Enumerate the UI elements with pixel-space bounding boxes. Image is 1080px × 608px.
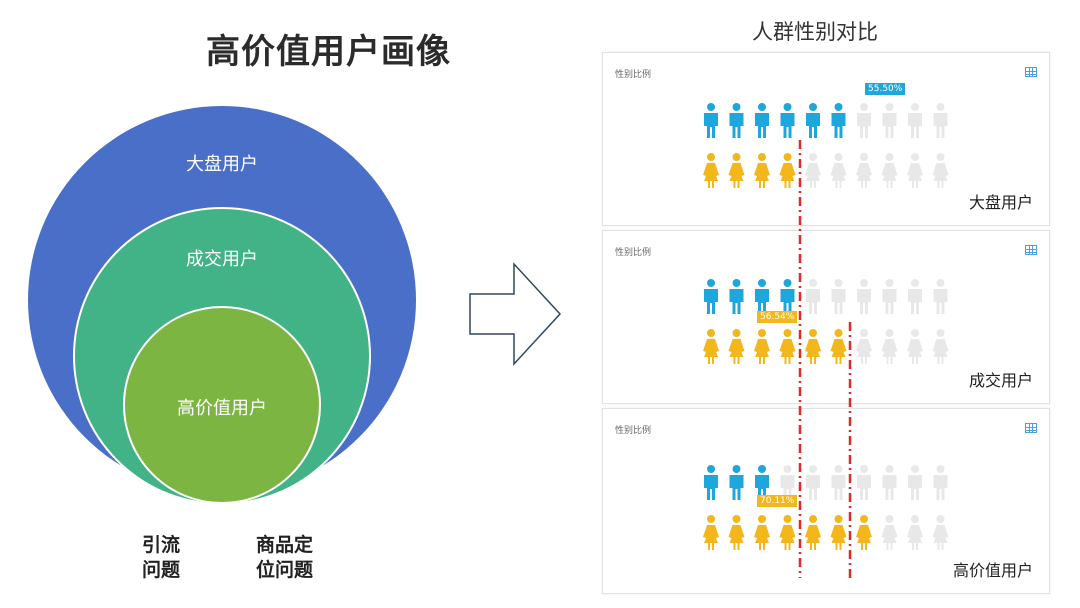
female-icon: [881, 329, 898, 364]
male-icon: [806, 103, 820, 138]
people-icons: [703, 103, 949, 188]
female-icon: [754, 329, 770, 364]
female-icon: [881, 515, 898, 550]
male-icon: [806, 465, 820, 500]
gender-panel: 性别比例 56.54% 成交用户: [602, 230, 1050, 404]
female-icon: [907, 153, 923, 188]
female-icon: [703, 329, 719, 364]
male-icon: [729, 103, 744, 138]
female-icon: [779, 329, 796, 364]
male-icon: [831, 279, 846, 314]
female-icon: [907, 515, 923, 550]
male-icon: [780, 279, 795, 314]
female-icon: [728, 153, 745, 188]
female-icon: [805, 515, 821, 550]
traffic-issue-label: 引流 问题: [142, 534, 181, 581]
female-icon: [805, 153, 821, 188]
inner-circle: [123, 306, 321, 504]
male-icon: [933, 465, 948, 500]
female-icon: [779, 515, 796, 550]
percent-tag: 55.50%: [865, 83, 906, 95]
female-icon: [728, 515, 745, 550]
female-icon: [728, 329, 745, 364]
male-icon: [755, 279, 769, 314]
male-icon: [704, 103, 718, 138]
gender-comparison-title: 人群性别对比: [752, 20, 878, 44]
people-icons: [703, 465, 949, 550]
table-view-icon[interactable]: [1025, 245, 1037, 255]
female-icon: [856, 153, 872, 188]
male-icon: [908, 103, 922, 138]
male-icon: [729, 465, 744, 500]
male-icon: [755, 103, 769, 138]
gender-panel: 性别比例 70.11% 高价值用户: [602, 408, 1050, 594]
panel-label: 性别比例: [615, 426, 652, 436]
page-title: 高价值用户画像: [206, 32, 451, 72]
male-icon: [882, 465, 897, 500]
people-icons: [703, 279, 949, 364]
panel-label: 性别比例: [615, 248, 652, 258]
female-icon: [881, 153, 898, 188]
female-icon: [856, 515, 872, 550]
male-icon: [755, 465, 769, 500]
male-icon: [857, 465, 871, 500]
female-icon: [856, 329, 872, 364]
outer-circle-label: 大盘用户: [186, 154, 258, 175]
male-icon: [933, 279, 948, 314]
segment-label: 成交用户: [968, 371, 1033, 390]
male-icon: [857, 103, 871, 138]
female-icon: [830, 515, 847, 550]
male-icon: [780, 103, 795, 138]
female-icon: [805, 329, 821, 364]
right-arrow-icon: [469, 262, 562, 366]
female-icon: [779, 153, 796, 188]
segment-label: 大盘用户: [968, 193, 1033, 212]
female-icon: [754, 153, 770, 188]
male-icon: [857, 279, 871, 314]
male-icon: [933, 103, 948, 138]
male-icon: [780, 465, 795, 500]
female-icon: [932, 515, 949, 550]
percent-tag: 56.54%: [757, 311, 798, 323]
male-icon: [908, 465, 922, 500]
male-icon: [704, 465, 718, 500]
female-icon: [932, 153, 949, 188]
segment-label: 高价值用户: [952, 561, 1033, 580]
female-icon: [703, 515, 719, 550]
male-icon: [704, 279, 718, 314]
panel-label: 性别比例: [615, 70, 652, 80]
female-icon: [703, 153, 719, 188]
gender-panel: 性别比例 55.50% 大盘用户: [602, 52, 1050, 226]
female-icon: [830, 329, 847, 364]
female-icon: [932, 329, 949, 364]
user-funnel-diagram: 大盘用户 成交用户 高价值用户: [28, 106, 416, 505]
male-icon: [831, 465, 846, 500]
male-icon: [882, 103, 897, 138]
percent-tag: 70.11%: [757, 495, 798, 507]
female-icon: [830, 153, 847, 188]
male-icon: [831, 103, 846, 138]
middle-circle-label: 成交用户: [186, 249, 258, 270]
table-view-icon[interactable]: [1025, 423, 1037, 433]
inner-circle-label: 高价值用户: [177, 398, 267, 419]
male-icon: [882, 279, 897, 314]
female-icon: [754, 515, 770, 550]
male-icon: [908, 279, 922, 314]
male-icon: [729, 279, 744, 314]
table-view-icon[interactable]: [1025, 67, 1037, 77]
product-positioning-issue-label: 商品定 位问题: [256, 534, 314, 581]
male-icon: [806, 279, 820, 314]
female-icon: [907, 329, 923, 364]
